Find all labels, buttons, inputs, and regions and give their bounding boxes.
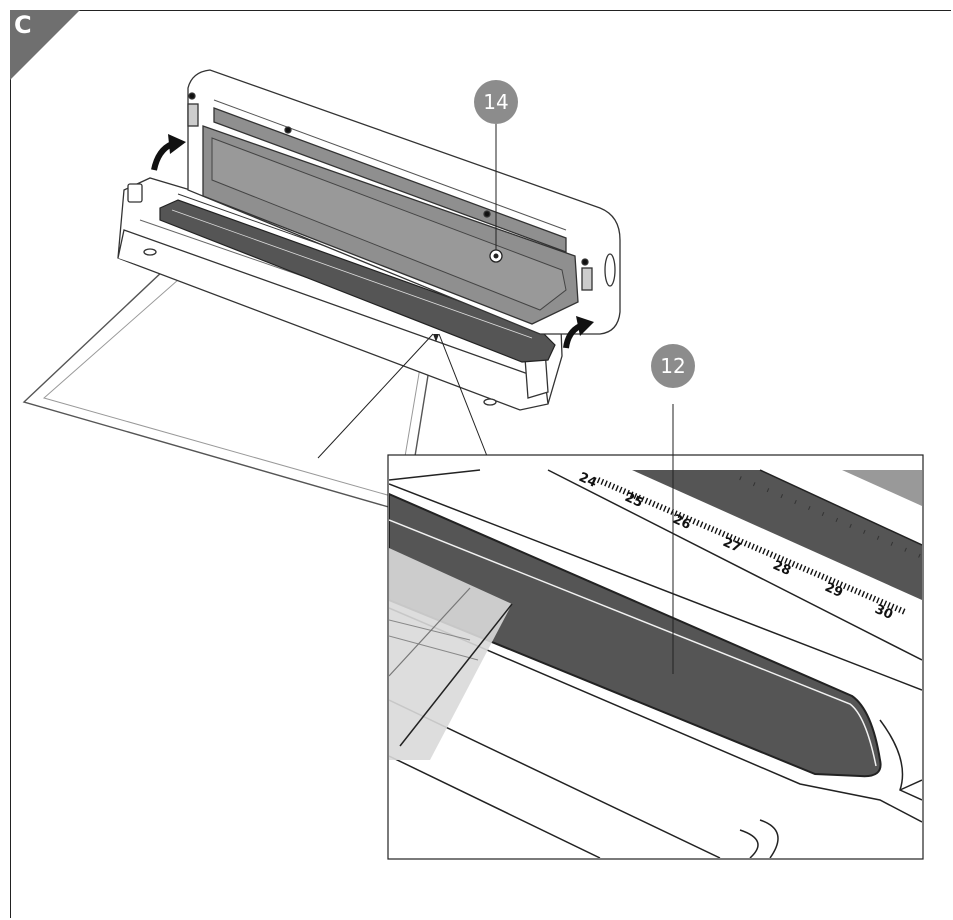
ruler-label: 30 bbox=[872, 602, 895, 623]
sensor-screw-14 bbox=[489, 124, 503, 263]
callout-14: 14 bbox=[474, 80, 518, 124]
ruler-label: 24 bbox=[576, 470, 599, 491]
zoom-detail bbox=[389, 469, 922, 858]
lid-close-arrow-left bbox=[151, 134, 186, 171]
ruler-label: 25 bbox=[622, 490, 645, 511]
callout-12: 12 bbox=[651, 344, 695, 388]
frame-border bbox=[10, 10, 951, 918]
ruler-labels: 24 25 26 27 28 29 30 bbox=[576, 470, 895, 623]
ruler-label: 26 bbox=[670, 512, 693, 533]
sealer-lid bbox=[187, 69, 621, 335]
zoom-guide-left bbox=[317, 333, 434, 459]
section-letter: C bbox=[14, 11, 32, 39]
left-latch bbox=[127, 183, 143, 203]
ruler-label: 28 bbox=[770, 558, 793, 579]
lid-close-arrow-right bbox=[563, 316, 594, 349]
section-tab bbox=[10, 10, 80, 80]
lid-latch-right bbox=[581, 267, 593, 291]
ruler-label: 29 bbox=[822, 580, 845, 601]
ruler-label: 27 bbox=[720, 535, 743, 556]
lid-latch-left bbox=[187, 103, 199, 127]
zoom-guide-right bbox=[438, 333, 488, 457]
